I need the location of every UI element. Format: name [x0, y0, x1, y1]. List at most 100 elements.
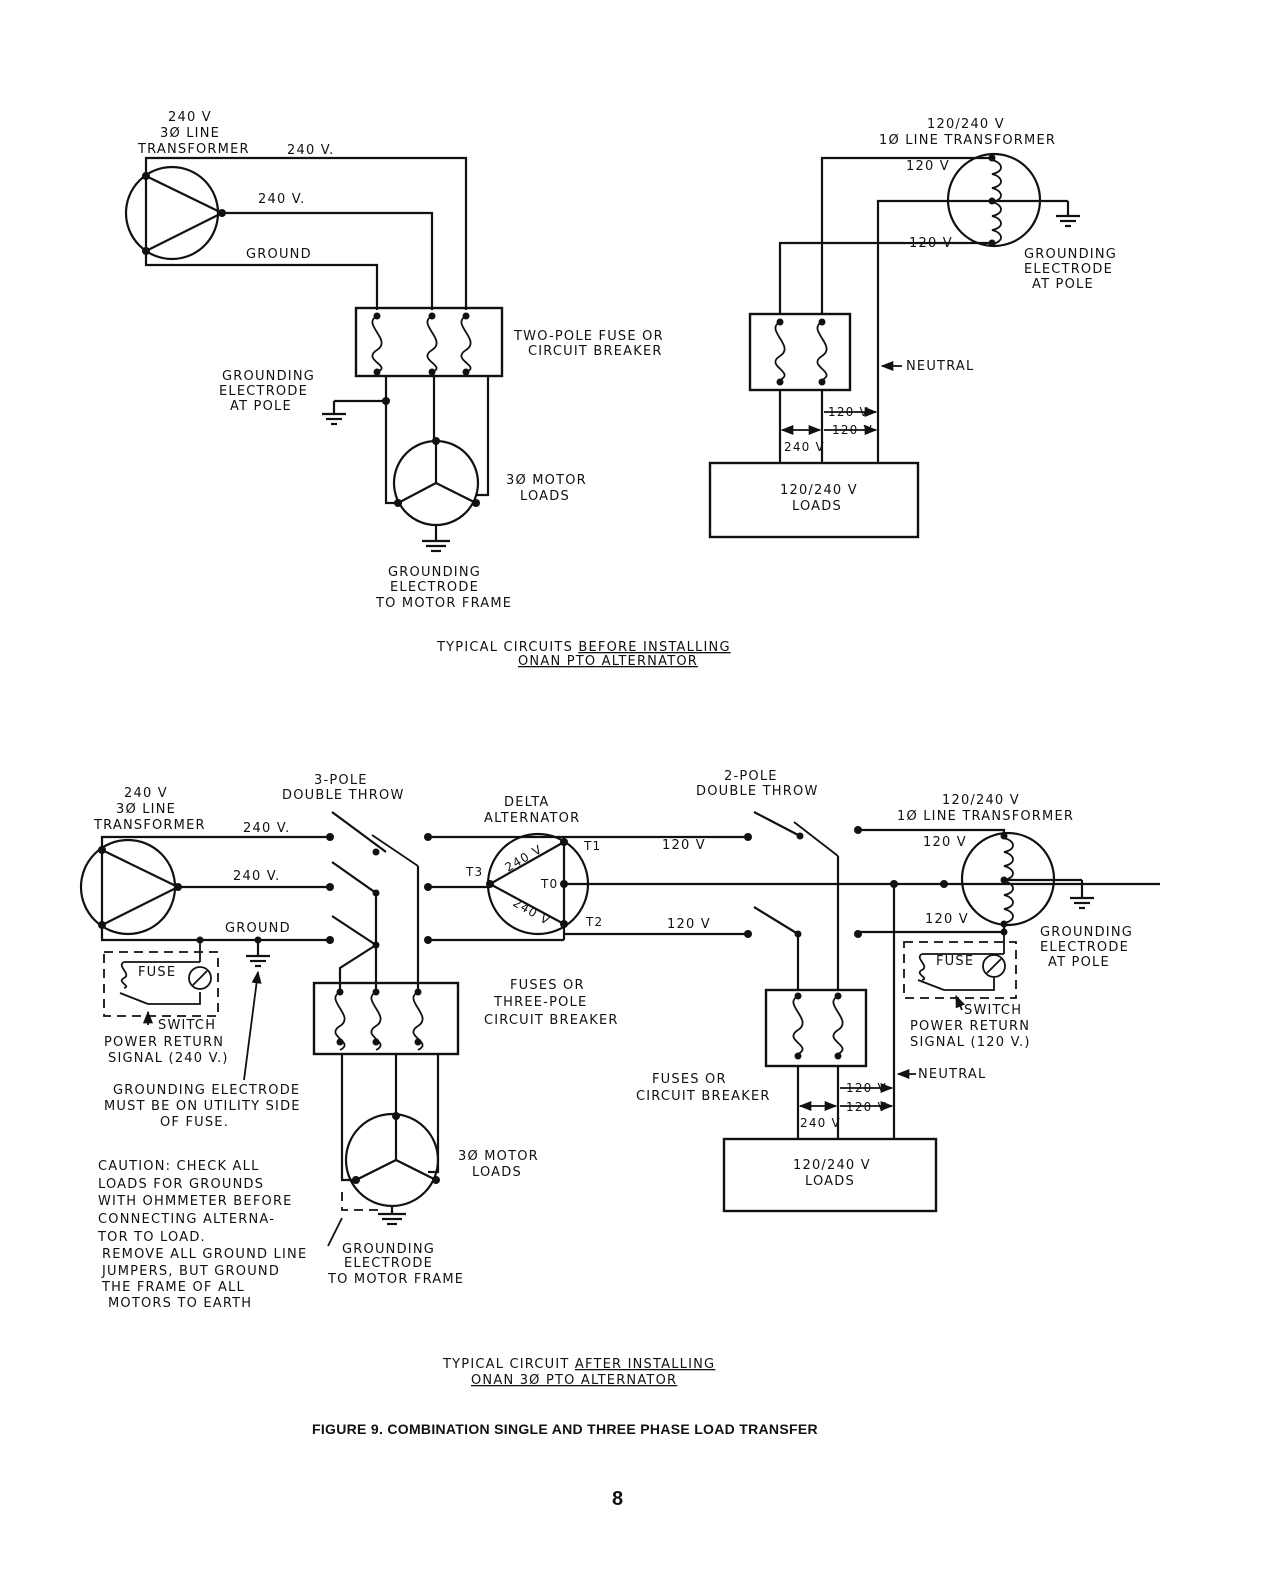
br-v2-label: 120 V — [925, 912, 969, 927]
br-fuse-box — [764, 988, 868, 1068]
tr-v1-label: 120 V — [906, 159, 950, 174]
alt-t2-label: T2 — [585, 915, 603, 929]
tl-grounding-frame-2: ELECTRODE — [390, 580, 479, 595]
br-grounding-1: GROUNDING — [1040, 925, 1133, 940]
br-loads-label-2: LOADS — [805, 1174, 855, 1189]
bl-three-pole-fuse-box — [312, 981, 460, 1056]
br-fuse-small-label: FUSE — [936, 954, 974, 969]
top-caption-underlined: BEFORE INSTALLING — [578, 640, 730, 655]
bl-caution-4: CONNECTING ALTERNA- — [98, 1212, 275, 1227]
bl-transformer-label-1: 240 V — [124, 786, 168, 801]
top-left-wires — [144, 156, 468, 310]
tl-fuse-label-1: TWO-POLE FUSE OR — [513, 329, 664, 344]
br-switch-icon — [753, 811, 862, 990]
alt-t0-label: T0 — [540, 877, 558, 891]
alt-out1-label: 120 V — [662, 838, 706, 853]
bl-transformer-label-3: TRANSFORMER — [93, 818, 206, 833]
bl-switch-label-2: DOUBLE THROW — [282, 788, 405, 803]
br-neutral-label: NEUTRAL — [918, 1067, 986, 1082]
alt-t1-label: T1 — [583, 839, 601, 853]
br-switch-label-1: 2-POLE — [724, 769, 778, 784]
bl-caution-1: CAUTION: CHECK ALL — [98, 1159, 260, 1174]
bl-fuse-subcircuit — [103, 940, 219, 1017]
br-power-return-1: POWER RETURN — [910, 1019, 1030, 1034]
tr-v2-label: 120 V — [909, 236, 953, 251]
alt-v-top-label: 240 V — [503, 842, 545, 875]
three-phase-motor-icon — [392, 437, 480, 527]
br-fuse-subcircuit — [903, 928, 1017, 999]
bottom-caption-plain: TYPICAL CIRCUIT — [442, 1357, 575, 1372]
top-caption-plain: TYPICAL CIRCUITS — [436, 640, 578, 655]
bl-caution-2: LOADS FOR GROUNDS — [98, 1177, 264, 1192]
bottom-caption: TYPICAL CIRCUIT AFTER INSTALLING ONAN 3Ø… — [442, 1357, 715, 1388]
tr-loads-box — [708, 461, 920, 539]
tl-transformer-label-1: 240 V — [168, 110, 212, 125]
br-across-label: 240 V — [800, 1116, 841, 1130]
figure-title: FIGURE 9. COMBINATION SINGLE AND THREE P… — [312, 1421, 818, 1437]
bl-three-phase-transformer-icon — [79, 838, 182, 936]
tr-ground-icon — [1056, 214, 1080, 228]
alt-label-2: ALTERNATOR — [484, 811, 580, 826]
svg-text:TYPICAL CIRCUIT AFTER INSTALLI: TYPICAL CIRCUIT AFTER INSTALLING — [442, 1357, 715, 1372]
tl-grounding-pole-2: ELECTRODE — [219, 384, 308, 399]
bl-fuses-label-2: THREE-POLE — [493, 995, 587, 1010]
br-loads-label-1: 120/240 V — [793, 1158, 871, 1173]
tl-transformer-label-3: TRANSFORMER — [137, 142, 250, 157]
bottom-right-circuit: 2-POLE DOUBLE THROW 120/240 V 1Ø LINE TR… — [636, 769, 1133, 1213]
br-fuses-label-2: CIRCUIT BREAKER — [636, 1089, 771, 1104]
tr-loads-label-1: 120/240 V — [780, 483, 858, 498]
tr-leg1-label: 120 V — [828, 405, 869, 419]
bl-caution-7: JUMPERS, BUT GROUND — [101, 1264, 280, 1279]
tl-grounding-frame-3: TO MOTOR FRAME — [375, 596, 512, 611]
bl-grounding-frame-3: TO MOTOR FRAME — [327, 1272, 464, 1287]
br-power-return-2: SIGNAL (120 V.) — [910, 1035, 1031, 1050]
br-v1-label: 120 V — [923, 835, 967, 850]
bl-power-return-1: POWER RETURN — [104, 1035, 224, 1050]
alt-t3-label: T3 — [465, 865, 483, 879]
bl-line1-label: 240 V. — [243, 821, 291, 836]
bottom-caption-underlined: AFTER INSTALLING — [575, 1357, 715, 1372]
tl-grounding-pole-1: GROUNDING — [222, 369, 315, 384]
tl-grounding-frame-1: GROUNDING — [388, 565, 481, 580]
bl-grounding-note-3: OF FUSE. — [160, 1115, 229, 1130]
br-switch-label-2: DOUBLE THROW — [696, 784, 819, 799]
bl-ground-symbol-icon — [246, 940, 270, 968]
br-transformer-label-1: 120/240 V — [942, 793, 1020, 808]
alt-out2-label: 120 V — [667, 917, 711, 932]
tl-ground-label: GROUND — [246, 247, 312, 262]
bl-caution-9: MOTORS TO EARTH — [108, 1296, 252, 1311]
bl-ground-label: GROUND — [225, 921, 291, 936]
tl-line2-label: 240 V. — [258, 192, 306, 207]
tr-grounding-2: ELECTRODE — [1024, 262, 1113, 277]
bottom-caption-line2: ONAN 3Ø PTO ALTERNATOR — [471, 1373, 677, 1388]
tl-line1-label: 240 V. — [287, 143, 335, 158]
tl-ground-symbol-icon — [322, 401, 346, 426]
tl-transformer-label-2: 3Ø LINE — [160, 126, 220, 141]
three-phase-transformer-icon — [124, 165, 226, 261]
bl-transformer-label-2: 3Ø LINE — [116, 802, 176, 817]
bl-fuse-small-label: FUSE — [138, 965, 176, 980]
br-switch-small-label: SWITCH — [964, 1003, 1022, 1018]
br-grounding-2: ELECTRODE — [1040, 940, 1129, 955]
bl-switch-small-label: SWITCH — [158, 1018, 216, 1033]
two-pole-fuse-box — [354, 306, 504, 378]
bottom-left-circuit: 240 V 3Ø LINE TRANSFORMER 240 V. 240 V. … — [79, 773, 619, 1311]
br-fuses-label-1: FUSES OR — [652, 1072, 727, 1087]
bl-motor-label-1: 3Ø MOTOR — [458, 1149, 539, 1164]
tr-neutral-label: NEUTRAL — [906, 359, 974, 374]
tr-fuse-box — [748, 312, 852, 392]
bl-fuses-label-3: CIRCUIT BREAKER — [484, 1013, 619, 1028]
tr-grounding-3: AT POLE — [1032, 277, 1094, 292]
tr-loads-label-2: LOADS — [792, 499, 842, 514]
tr-transformer-label-1: 120/240 V — [927, 117, 1005, 132]
bl-grounding-note-1: GROUNDING ELECTRODE — [113, 1083, 300, 1098]
bl-grounding-frame-1: GROUNDING — [342, 1242, 435, 1257]
bl-caution-8: THE FRAME OF ALL — [101, 1280, 245, 1295]
br-loads-box — [722, 1137, 938, 1213]
br-leg1-label: 120 V — [846, 1081, 887, 1095]
tl-motor-ground-icon — [422, 525, 450, 553]
bl-motor-label-2: LOADS — [472, 1165, 522, 1180]
tr-across-label: 240 V — [784, 440, 825, 454]
bl-line2-label: 240 V. — [233, 869, 281, 884]
